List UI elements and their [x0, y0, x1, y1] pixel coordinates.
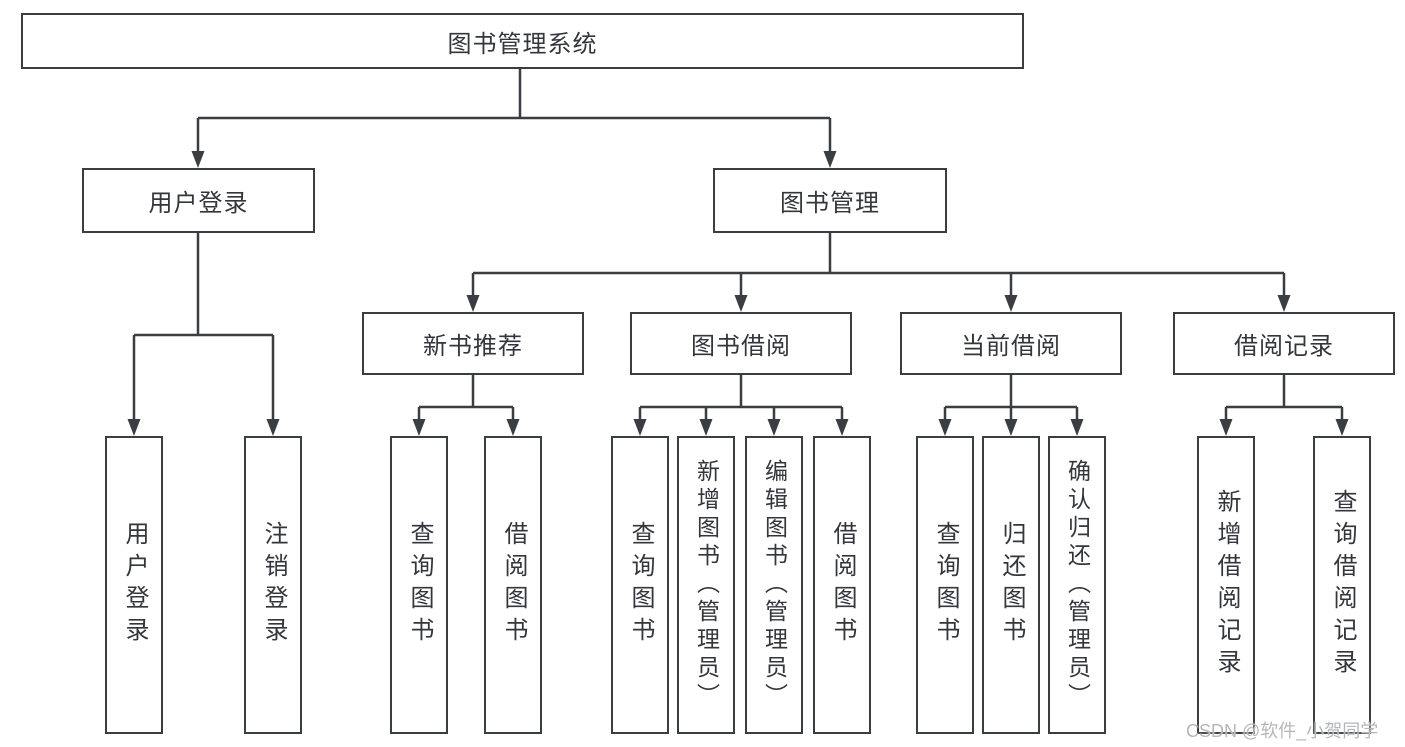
- node-label: 用户登录: [148, 190, 249, 217]
- node-label: 归还图书: [998, 521, 1025, 649]
- arrowhead-icon: [412, 419, 426, 436]
- node-label: 图书管理系统: [447, 30, 598, 58]
- node-label: 新增图书（管理员）: [693, 459, 720, 711]
- node-user-login-branch: 用户登录: [82, 168, 315, 233]
- leaf-borrow-books-1: 借阅图书: [484, 436, 542, 734]
- node-label: 查询图书: [627, 521, 654, 649]
- node-label: 新书推荐: [423, 333, 523, 360]
- arrowhead-icon: [767, 419, 781, 436]
- arrowhead-icon: [823, 151, 837, 168]
- node-label: 借阅记录: [1234, 333, 1334, 360]
- arrowhead-icon: [633, 419, 647, 436]
- csdn-watermark: CSDN @软件_小贺同学: [1186, 721, 1379, 741]
- node-label: 借阅图书: [500, 521, 527, 649]
- node-book-management-branch: 图书管理: [713, 168, 947, 233]
- arrowhead-icon: [835, 419, 849, 436]
- leaf-add-borrow-record: 新增借阅记录: [1197, 436, 1255, 734]
- arrowhead-icon: [127, 419, 141, 436]
- node-label: 图书管理: [780, 190, 880, 217]
- arrowhead-icon: [734, 295, 748, 312]
- arrowhead-icon: [938, 419, 952, 436]
- arrowhead-icon: [699, 419, 713, 436]
- leaf-query-books-2: 查询图书: [611, 436, 669, 734]
- leaf-query-books-3: 查询图书: [916, 436, 974, 734]
- arrowhead-icon: [466, 295, 480, 312]
- node-label: 查询图书: [932, 521, 959, 649]
- arrowhead-icon: [1219, 419, 1233, 436]
- arrowhead-icon: [1070, 419, 1084, 436]
- node-label: 查询借阅记录: [1329, 489, 1356, 681]
- node-label: 编辑图书（管理员）: [761, 459, 788, 711]
- arrowhead-icon: [266, 419, 280, 436]
- arrowhead-icon: [1004, 295, 1018, 312]
- node-new-book-recommend: 新书推荐: [362, 312, 584, 375]
- leaf-query-books-1: 查询图书: [390, 436, 448, 734]
- node-label: 确认归还（管理员）: [1064, 459, 1091, 711]
- leaf-query-borrow-record: 查询借阅记录: [1313, 436, 1371, 734]
- leaf-borrow-books-2: 借阅图书: [813, 436, 871, 734]
- arrowhead-icon: [506, 419, 520, 436]
- leaf-return-books: 归还图书: [982, 436, 1040, 734]
- leaf-edit-books-admin: 编辑图书（管理员）: [745, 436, 803, 734]
- arrowhead-icon: [1277, 295, 1291, 312]
- leaf-confirm-return-admin: 确认归还（管理员）: [1048, 436, 1106, 734]
- arrowhead-icon: [191, 151, 205, 168]
- node-label: 查询图书: [406, 521, 433, 649]
- node-borrow-record: 借阅记录: [1173, 312, 1395, 375]
- node-book-borrow: 图书借阅: [630, 312, 852, 375]
- node-label: 用户登录: [121, 521, 148, 649]
- node-system-root: 图书管理系统: [21, 13, 1024, 69]
- node-label: 图书借阅: [691, 333, 791, 360]
- node-label: 注销登录: [260, 521, 287, 649]
- node-current-borrow: 当前借阅: [900, 312, 1122, 375]
- leaf-user-login: 用户登录: [105, 436, 163, 734]
- node-label: 新增借阅记录: [1213, 489, 1240, 681]
- node-label: 当前借阅: [961, 333, 1061, 360]
- arrowhead-icon: [1335, 419, 1349, 436]
- leaf-logout: 注销登录: [244, 436, 302, 734]
- arrowhead-icon: [1004, 419, 1018, 436]
- node-label: 借阅图书: [829, 521, 856, 649]
- leaf-add-books-admin: 新增图书（管理员）: [677, 436, 735, 734]
